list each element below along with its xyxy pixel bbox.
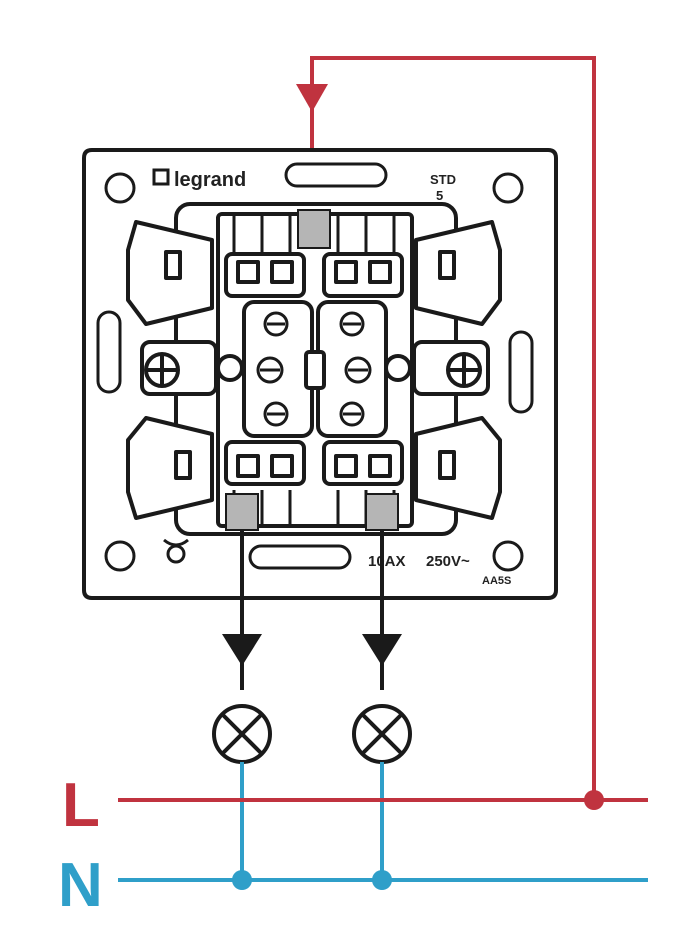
rating-current: 10AX (368, 553, 406, 570)
claw-screw-right (384, 340, 490, 396)
phase-arrow-icon (296, 84, 328, 112)
mounting-hole-icon (492, 172, 524, 204)
line-label-L: L (62, 771, 100, 840)
rating-voltage: 250V~ (426, 553, 470, 570)
approval-mark-icon (163, 538, 189, 564)
terminal-screws (256, 311, 372, 427)
lamp-2 (352, 704, 412, 764)
terminal-output-1 (225, 493, 259, 531)
mounting-hole-icon (492, 540, 524, 572)
brand-logo-icon (152, 168, 170, 186)
output-arrow-icon (222, 634, 262, 666)
phase-feed-wire (310, 56, 596, 800)
mounting-hole-icon (104, 540, 136, 572)
upper-clamps (224, 252, 404, 298)
model-line-2: 5 (436, 188, 443, 203)
terminal-input (297, 209, 331, 249)
product-code: AA5S (482, 575, 511, 587)
mounting-holes (104, 172, 524, 572)
mounting-hole-icon (104, 172, 136, 204)
neutral-junction-icon (372, 870, 392, 890)
line-label-N: N (58, 851, 103, 920)
neutral-junction-icon (232, 870, 252, 890)
claw-screw-left (140, 340, 244, 396)
lower-clamps (224, 440, 404, 486)
plate-slots (96, 162, 534, 570)
neutral-drops (240, 762, 384, 880)
phase-junction-icon (584, 790, 604, 810)
brand-name: legrand (174, 169, 246, 191)
right-mounting-claw (414, 220, 502, 520)
left-mounting-claw (126, 220, 214, 520)
terminal-output-2 (365, 493, 399, 531)
output-arrow-icon (362, 634, 402, 666)
model-line-1: STD (430, 172, 456, 187)
lamp-1 (212, 704, 272, 764)
